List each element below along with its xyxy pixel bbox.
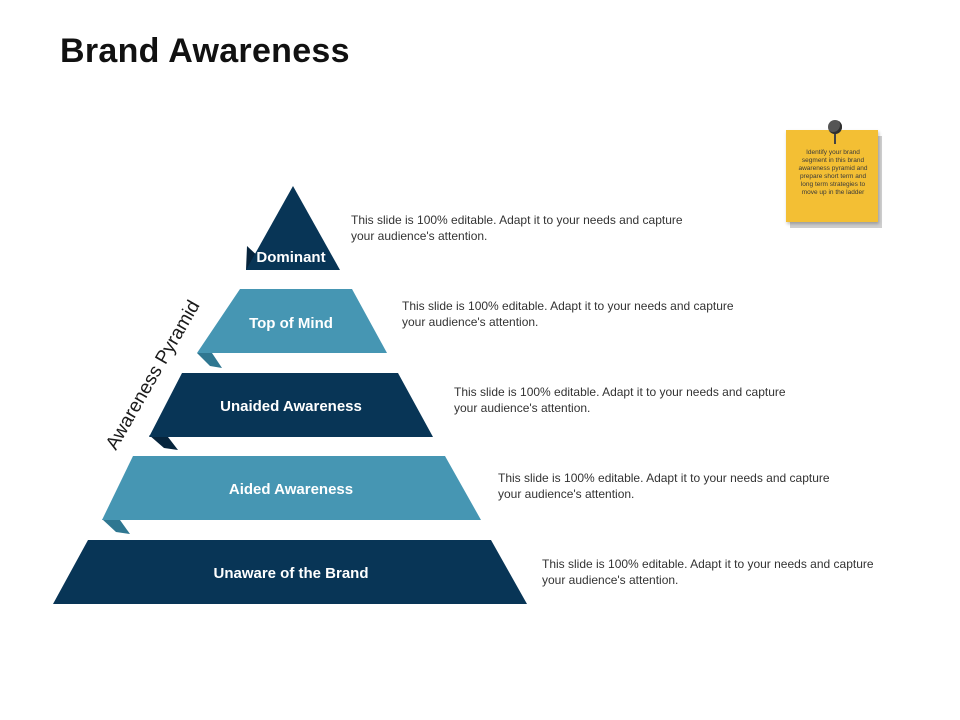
level-label-unaware-of-the-brand: Unaware of the Brand [213,565,368,582]
fold-top-of-mind [197,353,222,368]
level-band-aided-awareness[interactable] [102,456,481,520]
level-label-dominant: Dominant [256,249,325,266]
sticky-note: Identify your brand segment in this bran… [786,120,882,228]
level-description-top-of-mind: This slide is 100% editable. Adapt it to… [402,299,734,329]
level-label-aided-awareness: Aided Awareness [229,481,353,498]
level-band-top-of-mind[interactable] [197,289,387,353]
level-description-aided-awareness: This slide is 100% editable. Adapt it to… [498,471,830,501]
fold-unaided-awareness [149,435,178,450]
sticky-note-text: Identify your brand segment in this bran… [798,149,868,196]
level-band-unaided-awareness[interactable] [149,373,433,437]
level-description-dominant: This slide is 100% editable. Adapt it to… [351,213,683,243]
pushpin-icon [828,120,842,134]
level-label-top-of-mind: Top of Mind [249,315,333,332]
level-band-dominant[interactable] [246,186,340,270]
sticky-note-paper: Identify your brand segment in this bran… [786,130,878,222]
level-description-unaware-of-the-brand: This slide is 100% editable. Adapt it to… [542,557,874,587]
level-band-unaware-of-the-brand[interactable] [53,540,527,604]
level-label-unaided-awareness: Unaided Awareness [220,398,362,415]
level-description-unaided-awareness: This slide is 100% editable. Adapt it to… [454,385,786,415]
fold-aided-awareness [102,519,130,534]
page-title: Brand Awareness [60,32,350,70]
pushpin-needle [834,132,836,144]
